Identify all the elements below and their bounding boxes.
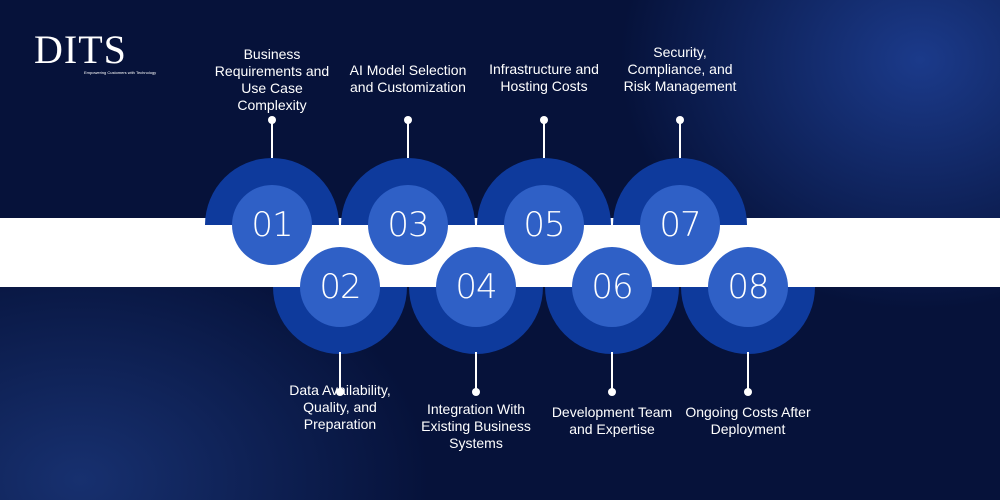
connector-line [271, 118, 273, 158]
step-08-label: Ongoing Costs After Deployment [685, 404, 811, 437]
step-07-label: Security, Compliance, and Risk Managemen… [623, 44, 737, 94]
step-05-label: Infrastructure and Hosting Costs [489, 61, 599, 94]
step-03-number: 03 [368, 185, 448, 265]
step-05-number: 05 [504, 185, 584, 265]
step-02-label: Data Availability, Quality, and Preparat… [289, 382, 391, 432]
connector-line [475, 352, 477, 392]
connector-dot [336, 388, 344, 396]
connector-line [611, 352, 613, 392]
connector-line [543, 118, 545, 158]
step-04-label: Integration With Existing Business Syste… [421, 401, 531, 451]
step-07-number: 07 [640, 185, 720, 265]
connector-dot [404, 116, 412, 124]
step-03-label: AI Model Selection and Customization [349, 62, 467, 95]
connector-dot [744, 388, 752, 396]
connector-dot [472, 388, 480, 396]
connector-dot [608, 388, 616, 396]
connector-dot [676, 116, 684, 124]
step-02-number: 02 [300, 247, 380, 327]
connector-dot [268, 116, 276, 124]
connector-line [679, 118, 681, 158]
step-01-label: Business Requirements and Use Case Compl… [214, 46, 330, 113]
connector-dot [540, 116, 548, 124]
logo: DITS Empowering Customers with Technolog… [34, 27, 157, 75]
step-04-number: 04 [436, 247, 516, 327]
step-06-label: Development Team and Expertise [551, 404, 673, 437]
step-01-number: 01 [232, 185, 312, 265]
connector-line [747, 352, 749, 392]
step-06-number: 06 [572, 247, 652, 327]
step-08-number: 08 [708, 247, 788, 327]
connector-line [339, 352, 341, 392]
connector-line [407, 118, 409, 158]
